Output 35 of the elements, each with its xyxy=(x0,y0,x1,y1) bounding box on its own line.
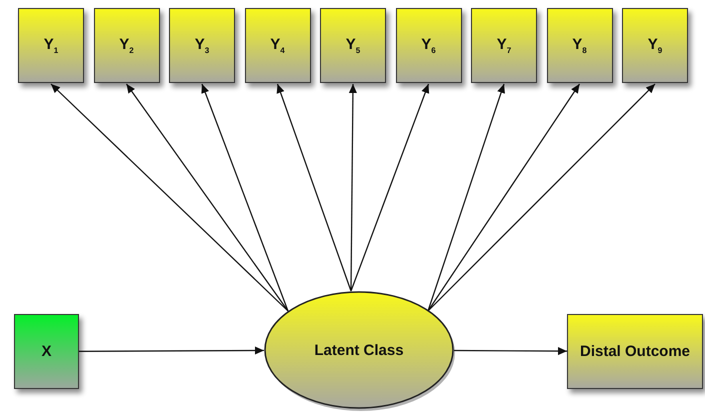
arrow xyxy=(427,84,505,312)
variable-box xyxy=(622,8,688,83)
variable-box xyxy=(546,8,612,83)
variable-label: X xyxy=(41,343,52,360)
variable-label: Y$_{6}$ xyxy=(421,36,436,55)
variable-box xyxy=(471,8,537,83)
variable-label: Y$_{4}$ xyxy=(270,36,285,55)
arrow xyxy=(428,84,580,312)
variable-box xyxy=(14,314,79,389)
variable-label: Y$_{9}$ xyxy=(648,36,662,55)
variable-label: Y$_{2}$ xyxy=(119,36,134,55)
variable-label: Y$_{3}$ xyxy=(194,36,210,55)
variable-label: Y$_{7}$ xyxy=(496,36,512,55)
arrow xyxy=(201,84,289,312)
variable-box xyxy=(244,8,310,83)
variable-box xyxy=(94,8,160,83)
arrow xyxy=(454,347,567,356)
variable-label: Latent Class xyxy=(314,342,404,358)
variable-box xyxy=(18,8,84,83)
arrow xyxy=(126,84,288,312)
variable-label: Y$_{5}$ xyxy=(346,36,360,55)
latent-variable-ellipse xyxy=(264,291,454,409)
arrow xyxy=(350,84,430,292)
arrow xyxy=(428,84,656,312)
variable-box xyxy=(320,8,386,83)
arrow xyxy=(50,84,288,312)
variable-label: Y$_{8}$ xyxy=(572,36,587,55)
variable-box xyxy=(169,8,235,83)
arrow xyxy=(276,84,352,292)
variable-label: Distal Outcome xyxy=(580,343,690,360)
variable-label: Y$_{1}$ xyxy=(44,36,58,55)
variable-box xyxy=(567,314,703,389)
variable-box xyxy=(396,8,462,83)
arrow xyxy=(79,346,264,355)
arrow xyxy=(348,84,357,291)
